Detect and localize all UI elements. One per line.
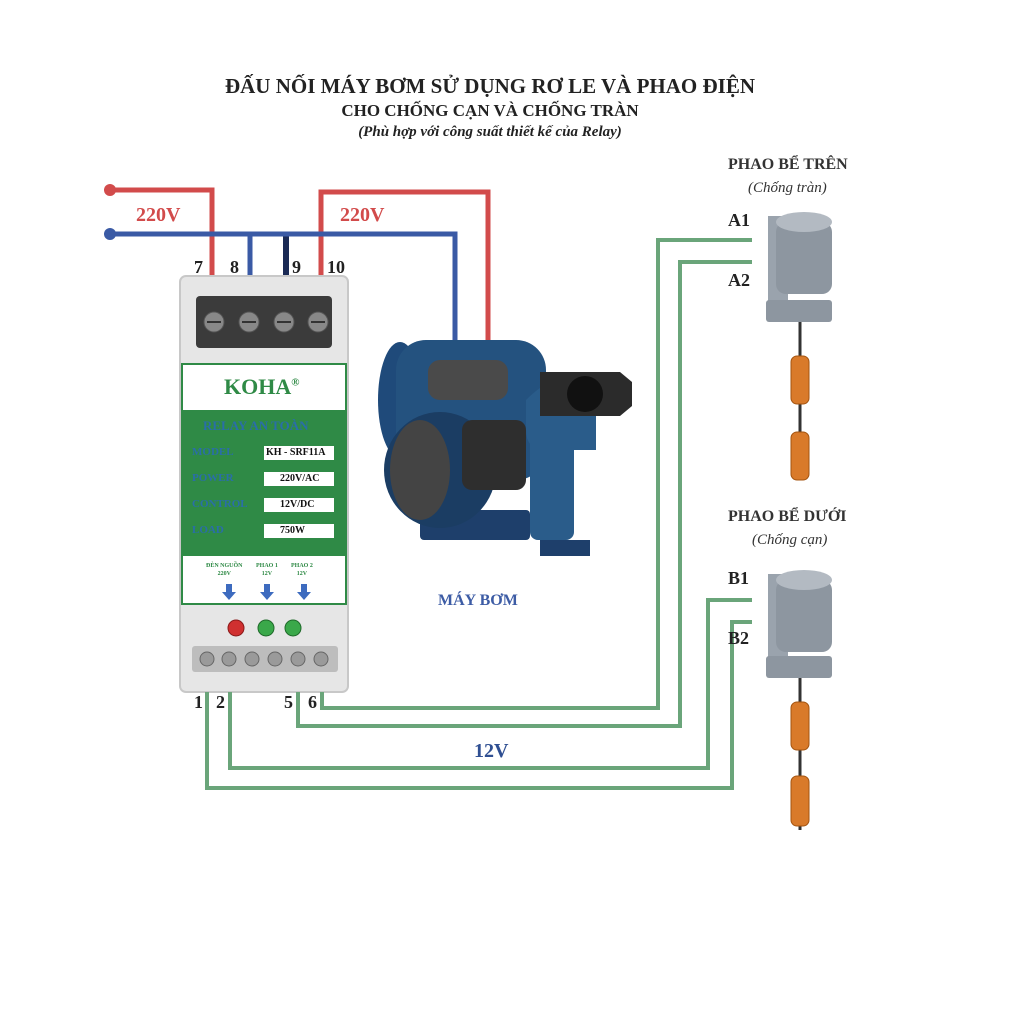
spec-value-load: 750W [280,525,305,536]
indicator-float2-line2: 12V [296,571,308,577]
indicator-caption-float1: PHAO 1 12V [256,562,278,578]
spec-label-model: MODEL [192,446,234,458]
top-screw-terminals [203,311,329,333]
indicator-float1-line2: 12V [261,571,273,577]
wire-a1 [320,238,752,710]
wire-label-b1: B1 [728,568,750,588]
led-float-2 [284,619,302,637]
indicator-power-line1: ĐÈN NGUỒN [206,563,243,569]
registered-mark: ® [291,376,300,389]
diagram-subtitle: CHO CHỐNG CẠN VÀ CHỐNG TRÀN [341,101,639,120]
voltage-label-output: 220V [340,204,385,226]
control-wires [205,238,752,790]
diagram-note: (Phù hợp với công suất thiết kế của Rela… [358,124,622,140]
indicator-power-line2: 220V [217,571,231,577]
wire-label-a2: A2 [728,270,750,290]
upper-float-switch [766,212,832,481]
terminal-9: 9 [292,257,301,277]
terminal-5: 5 [284,692,293,712]
live-wire-left [110,187,215,286]
spec-value-power: 220V/AC [280,473,320,484]
lower-float-subtitle: (Chống cạn) [752,532,828,548]
spec-label-load: LOAD [192,524,224,536]
live-terminal-dot [104,184,116,196]
lower-float-title: PHAO BỂ DƯỚI [728,508,847,525]
relay-product-name: RELAY AN TOÀN [203,418,309,433]
indicator-caption-power: ĐÈN NGUỒN 220V [206,562,243,578]
wire-label-b2: B2 [728,628,750,648]
pump-label: MÁY BƠM [438,592,518,609]
bottom-screw-terminals [199,651,329,667]
power-input-wires [104,184,253,286]
relay-brand: KOHA® [224,374,299,400]
indicator-caption-float2: PHAO 2 12V [291,562,313,578]
pump-output-wires [250,189,491,352]
wire-a2 [296,260,752,728]
voltage-label-input: 220V [136,204,181,226]
indicator-float1-line1: PHAO 1 [256,563,278,569]
led-power [227,619,245,637]
relay-module [179,275,349,693]
spec-value-model: KH - SRF11A [266,447,326,458]
upper-float-subtitle: (Chống tràn) [748,180,827,196]
terminal-9-jumper [283,232,289,286]
terminal-10: 10 [327,257,345,277]
spec-value-control: 12V/DC [280,499,315,510]
lower-float-switch [766,570,832,830]
terminal-8: 8 [230,257,239,277]
terminal-2: 2 [216,692,225,712]
relay-brand-name: KOHA [224,374,292,399]
spec-label-control: CONTROL [192,498,248,510]
voltage-label-control: 12V [474,740,509,762]
terminal-6: 6 [308,692,317,712]
terminal-1: 1 [194,692,203,712]
spec-label-power: POWER [192,472,234,484]
indicator-arrows [222,584,311,600]
neutral-terminal-dot [104,228,116,240]
indicator-float2-line1: PHAO 2 [291,563,313,569]
upper-float-title: PHAO BỂ TRÊN [728,156,848,173]
wire-label-a1: A1 [728,210,750,230]
terminal-7: 7 [194,257,203,277]
live-wire-pump [318,189,491,352]
wire-b2 [205,620,752,790]
diagram-title: ĐẤU NỐI MÁY BƠM SỬ DỤNG RƠ LE VÀ PHAO ĐI… [224,74,756,98]
neutral-wire-pump [250,231,458,352]
water-pump [378,340,632,556]
led-float-1 [257,619,275,637]
wire-b1 [228,598,752,770]
